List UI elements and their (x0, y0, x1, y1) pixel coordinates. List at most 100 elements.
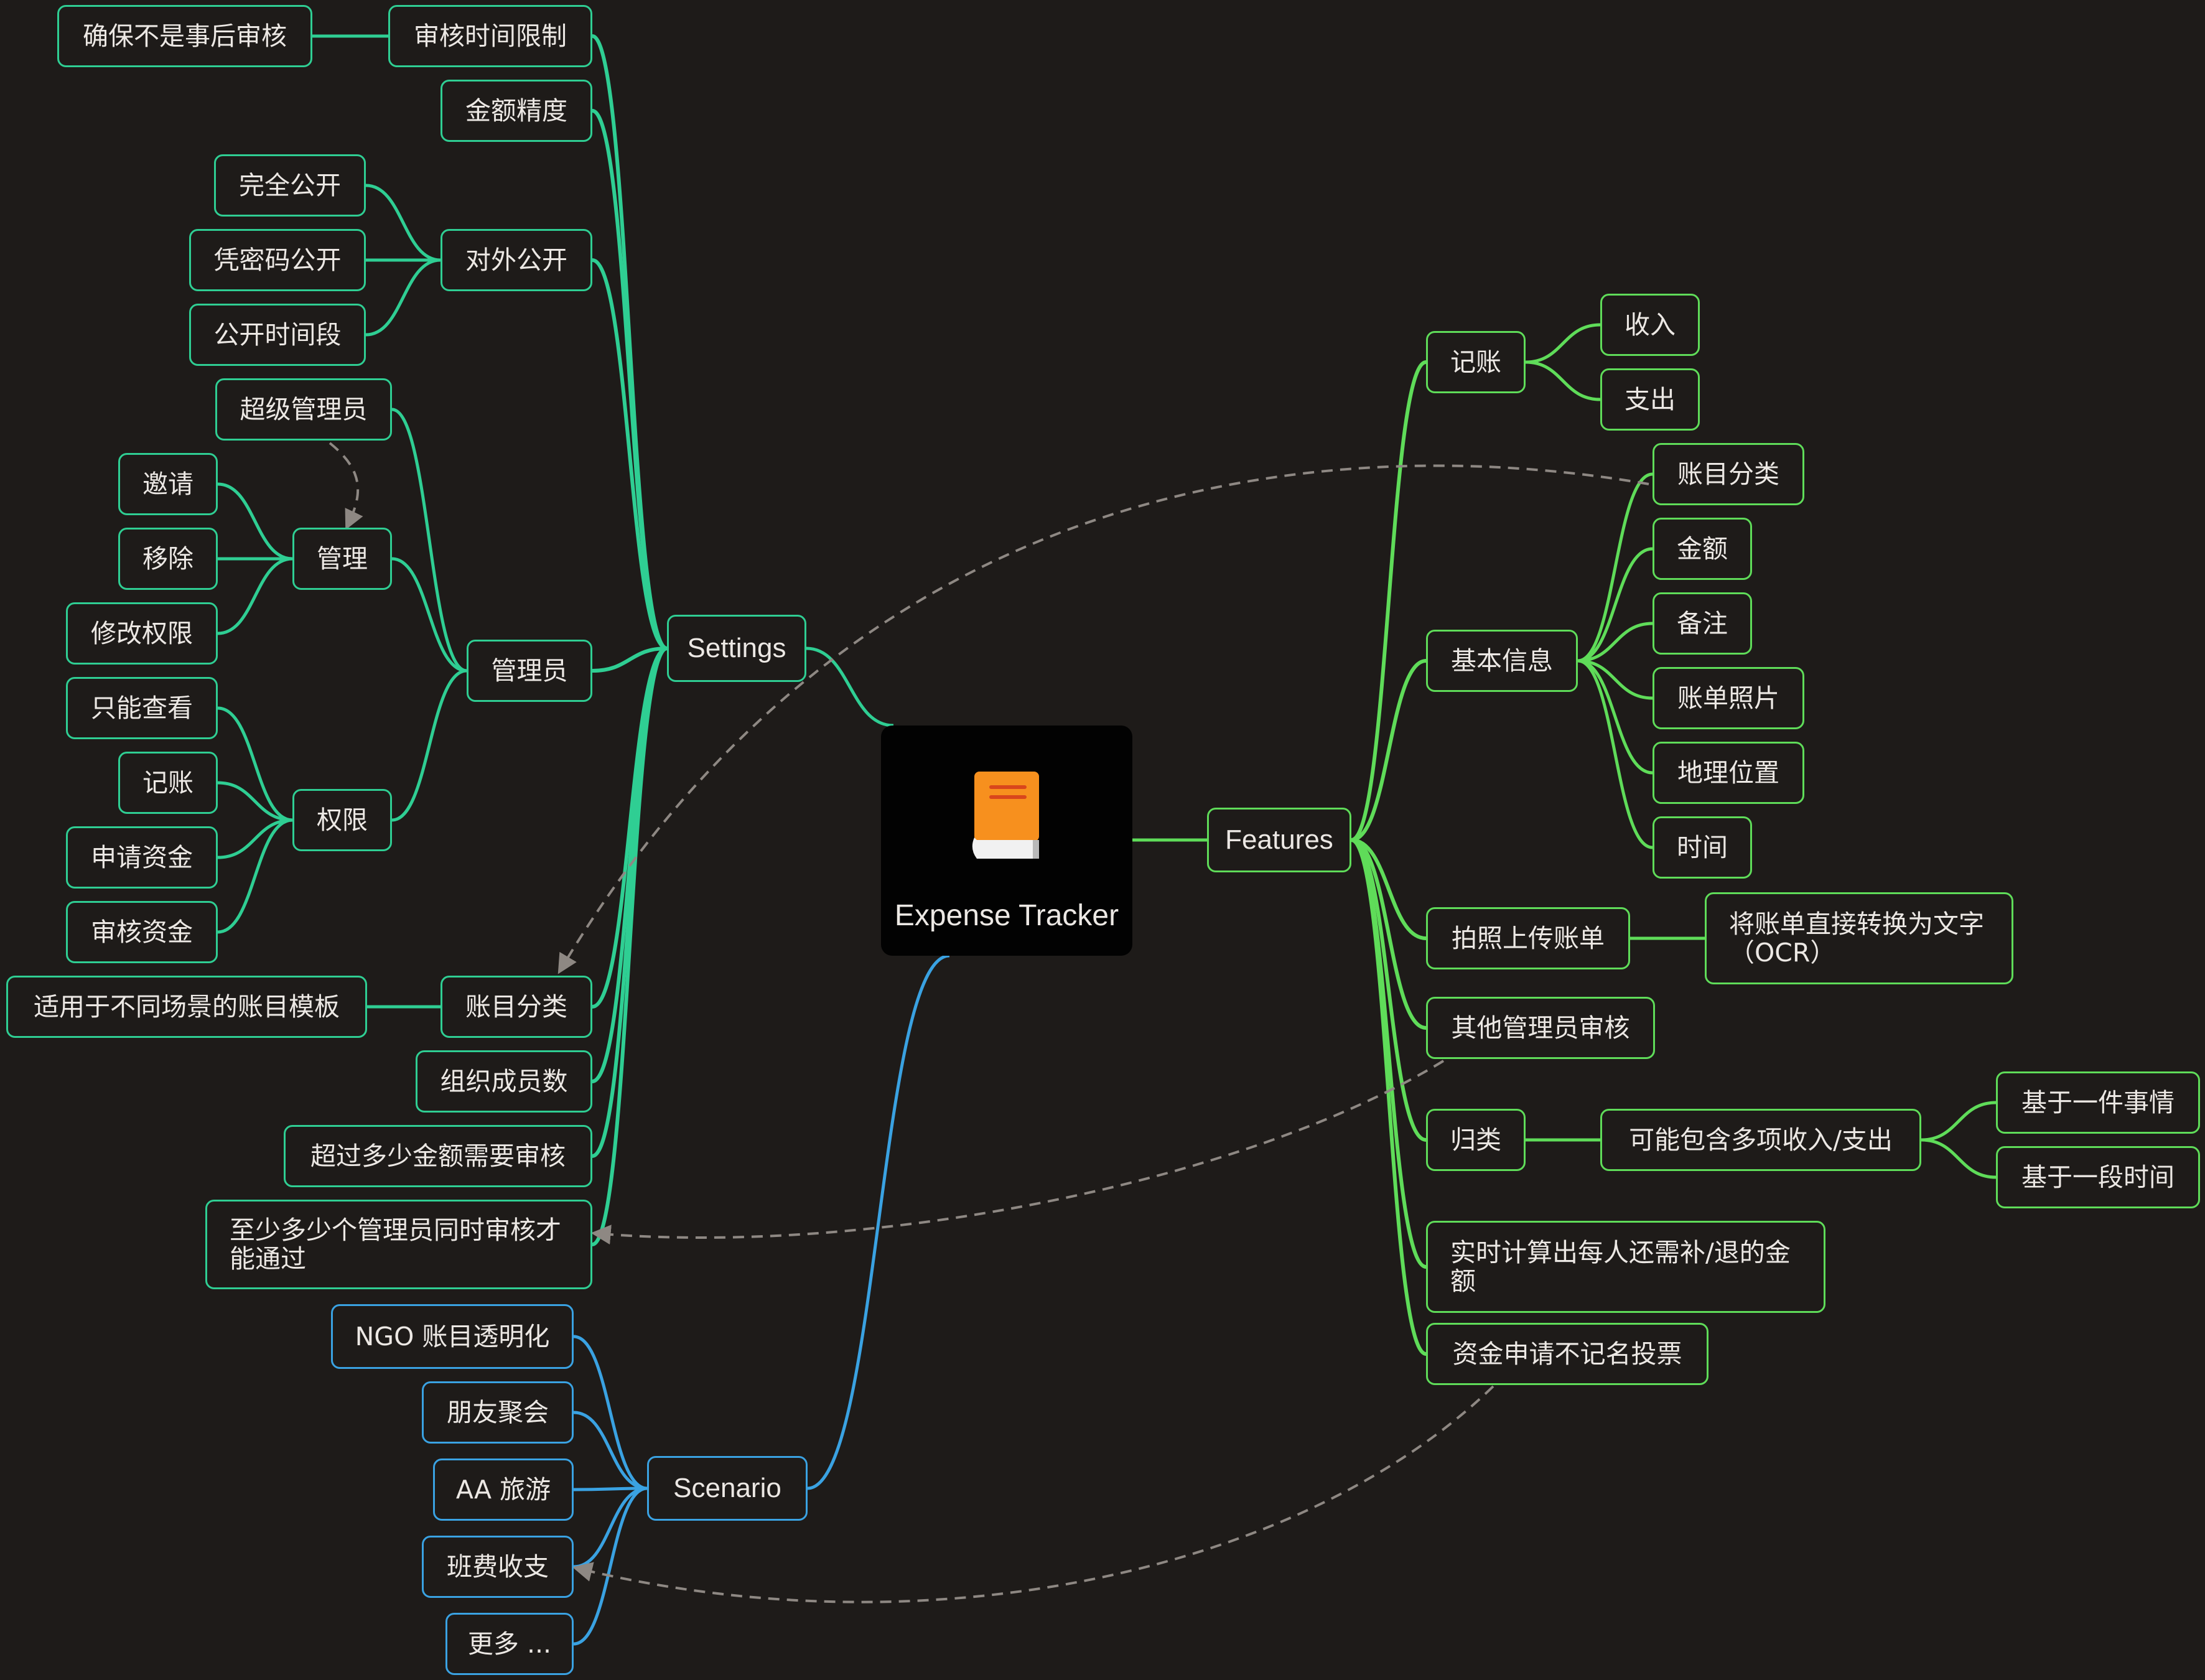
connector-line (807, 954, 950, 1490)
connector-line (217, 482, 293, 561)
node-public[interactable]: 对外公开 (441, 229, 592, 291)
connector-line (391, 408, 467, 673)
connector-line (217, 706, 293, 822)
connector-line (592, 646, 668, 673)
connector-line (573, 1486, 648, 1491)
node-public-period[interactable]: 公开时间段 (189, 304, 366, 366)
connector-line (217, 818, 293, 859)
node-multi-items[interactable]: 可能包含多项收入/支出 (1600, 1109, 1921, 1171)
node-settings-categories[interactable]: 账目分类 (441, 976, 592, 1038)
connector-line (1351, 838, 1427, 1030)
connector-line (1577, 659, 1653, 775)
connector-line (1525, 323, 1601, 364)
connector-line (1351, 838, 1427, 940)
node-settings-bookkeeping[interactable]: 记账 (118, 752, 218, 814)
node-expense[interactable]: 支出 (1600, 368, 1700, 431)
node-anonymous-vote[interactable]: 资金申请不记名投票 (1426, 1323, 1709, 1385)
node-grouping[interactable]: 归类 (1426, 1109, 1526, 1171)
node-per-event[interactable]: 基于一件事情 (1996, 1071, 2200, 1134)
node-request-funds[interactable]: 申请资金 (66, 826, 218, 889)
node-class-fund[interactable]: 班费收支 (422, 1536, 574, 1598)
node-member-count[interactable]: 组织成员数 (416, 1050, 592, 1113)
connector-line (1577, 659, 1653, 700)
connector-line (217, 818, 293, 934)
connector-line (592, 258, 668, 650)
connector-line (365, 258, 441, 337)
node-permissions[interactable]: 权限 (292, 789, 392, 851)
cross-link-arrow (329, 442, 363, 530)
connector-line (1350, 360, 1427, 842)
node-bill-photo[interactable]: 账单照片 (1653, 667, 1804, 729)
node-category-templates[interactable]: 适用于不同场景的账目模板 (6, 976, 367, 1038)
node-basic-info[interactable]: 基本信息 (1426, 630, 1578, 692)
connector-line (591, 646, 668, 1246)
node-other-admin-review[interactable]: 其他管理员审核 (1426, 997, 1655, 1059)
scenario-node[interactable]: Scenario (647, 1456, 808, 1521)
node-modify-permissions[interactable]: 修改权限 (66, 602, 218, 665)
node-review-time-limit[interactable]: 审核时间限制 (388, 5, 592, 67)
node-ocr[interactable]: 将账单直接转换为文字（OCR） (1705, 892, 2013, 984)
connector-line (217, 557, 293, 635)
node-features-category[interactable]: 账目分类 (1653, 443, 1804, 505)
node-aa-travel[interactable]: AA 旅游 (433, 1458, 574, 1521)
node-realtime-calc[interactable]: 实时计算出每人还需补/退的金额 (1426, 1221, 1825, 1313)
features-node[interactable]: Features (1207, 808, 1351, 872)
node-super-admin[interactable]: 超级管理员 (215, 378, 392, 441)
connector-line (365, 184, 441, 262)
node-view-only[interactable]: 只能查看 (66, 677, 218, 739)
connector-line (1525, 360, 1601, 401)
connector-line (1577, 472, 1653, 663)
node-per-period[interactable]: 基于一段时间 (1996, 1146, 2200, 1208)
node-password-public[interactable]: 凭密码公开 (189, 229, 366, 291)
node-amount-precision[interactable]: 金额精度 (441, 80, 592, 142)
node-not-post-review[interactable]: 确保不是事后审核 (57, 5, 312, 67)
node-review-amount-threshold[interactable]: 超过多少金额需要审核 (284, 1125, 592, 1187)
node-location[interactable]: 地理位置 (1653, 742, 1804, 804)
cross-link-arrow (557, 464, 1649, 974)
connector-line (806, 646, 894, 727)
connector-line (573, 1486, 648, 1569)
connector-line (591, 109, 668, 650)
connector-line (573, 1486, 648, 1646)
cross-link-arrow (590, 1060, 1445, 1245)
node-amount[interactable]: 金额 (1653, 518, 1752, 580)
settings-node[interactable]: Settings (667, 615, 806, 682)
connector-line (1351, 659, 1427, 842)
cross-link-arrow (572, 1385, 1494, 1603)
node-friends[interactable]: 朋友聚会 (422, 1381, 574, 1444)
node-review-funds[interactable]: 审核资金 (66, 901, 218, 963)
tree-connectors (217, 34, 1997, 1646)
connector-line (1351, 838, 1427, 1269)
node-income[interactable]: 收入 (1600, 294, 1700, 356)
node-more[interactable]: 更多 ... (445, 1613, 574, 1675)
connector-line (573, 1411, 648, 1490)
connector-line (391, 669, 467, 822)
node-ngo[interactable]: NGO 账目透明化 (331, 1304, 574, 1369)
connector-line (1921, 1138, 1997, 1179)
node-admins[interactable]: 管理员 (467, 640, 592, 702)
node-time[interactable]: 时间 (1653, 816, 1752, 879)
connector-line (591, 646, 668, 1158)
node-features-bookkeeping[interactable]: 记账 (1426, 331, 1526, 393)
node-fully-public[interactable]: 完全公开 (214, 154, 366, 217)
node-min-reviewers[interactable]: 至少多少个管理员同时审核才能通过 (205, 1200, 592, 1289)
connector-line (1577, 622, 1653, 663)
connector-line (217, 781, 293, 822)
connector-line (1577, 659, 1653, 849)
root-title: Expense Tracker (894, 899, 1119, 932)
node-photo-upload[interactable]: 拍照上传账单 (1426, 907, 1630, 969)
node-manage[interactable]: 管理 (292, 528, 392, 590)
node-remove[interactable]: 移除 (118, 528, 218, 590)
connector-line (573, 1335, 648, 1490)
connector-line (1921, 1101, 1997, 1142)
node-note[interactable]: 备注 (1653, 592, 1752, 655)
node-invite[interactable]: 邀请 (118, 453, 218, 515)
connector-line (1350, 838, 1427, 1356)
connector-line (391, 557, 467, 673)
connector-line (1577, 547, 1653, 663)
book-icon (972, 772, 1039, 859)
cross-link-arrows (329, 442, 1649, 1603)
root-node[interactable]: Expense Tracker (881, 726, 1132, 956)
